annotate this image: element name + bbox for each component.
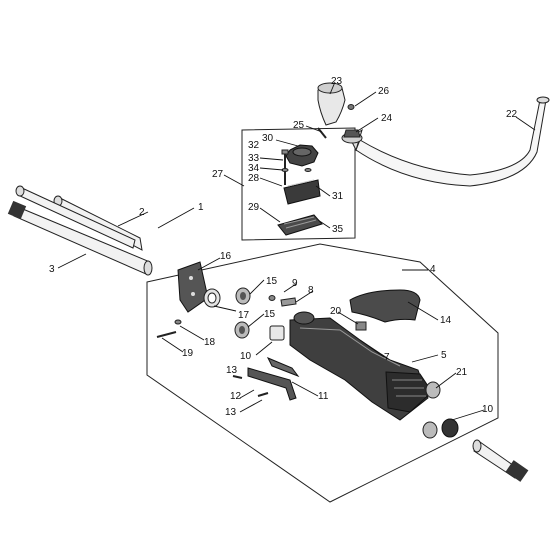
plate-part-16	[177, 261, 209, 313]
spacer-part-10-a	[269, 325, 285, 341]
callout-16: 16	[220, 251, 232, 262]
callout-10-b: 10	[482, 404, 494, 415]
callout-labels: 1 2 3 4 5 7 8 9 10 10 11 12 13 13 14 15 …	[49, 76, 518, 418]
pad-part-29	[277, 214, 323, 236]
nut-part-15-a	[235, 287, 251, 305]
callout-13-b: 13	[225, 407, 237, 418]
shaft-part-2	[15, 185, 136, 249]
callout-13-a: 13	[226, 365, 238, 376]
callout-21: 21	[456, 367, 468, 378]
cover-part-14	[349, 289, 421, 323]
lower-shaft-part	[472, 439, 529, 482]
callout-9: 9	[292, 278, 298, 289]
washer-part-18	[174, 319, 182, 325]
callout-20: 20	[330, 306, 342, 317]
shaft-part-3	[7, 200, 153, 276]
callout-34: 34	[248, 163, 260, 174]
screw-part-13-b	[257, 392, 269, 397]
callout-19: 19	[182, 348, 194, 359]
nut-part-21	[425, 381, 441, 399]
callout-2: 2	[139, 207, 145, 218]
screw-part-13-a	[232, 375, 243, 379]
callout-32: 32	[248, 140, 260, 151]
callout-8: 8	[308, 285, 314, 296]
callout-27: 27	[212, 169, 224, 180]
clamp-part-17	[203, 288, 221, 308]
screw-part-25	[317, 127, 327, 139]
nut-part-15-b	[234, 321, 250, 339]
callout-14: 14	[440, 315, 452, 326]
cap-part-24	[341, 129, 363, 144]
callout-7: 7	[384, 352, 390, 363]
main-assembly-outline	[146, 243, 499, 503]
handlebar-part-22	[349, 96, 550, 187]
bracket-part-8	[280, 297, 297, 307]
callout-11: 11	[318, 391, 329, 402]
nut-part-26	[347, 104, 355, 110]
callout-31: 31	[332, 191, 344, 202]
leader-lines	[57, 81, 536, 421]
lever-part-11	[247, 357, 300, 401]
callout-33: 33	[248, 153, 260, 164]
bracket-part-31	[283, 179, 321, 205]
nut-part-21-b	[422, 421, 438, 439]
knob-part-28	[285, 144, 319, 167]
callout-35: 35	[332, 224, 344, 235]
collar-part-5	[293, 311, 315, 325]
callout-10-a: 10	[240, 351, 252, 362]
callout-25: 25	[293, 120, 305, 131]
callout-5: 5	[441, 350, 447, 361]
callout-17: 17	[238, 310, 250, 321]
shaft-parts	[7, 185, 153, 276]
clip-part-20	[355, 321, 367, 331]
callout-4: 4	[430, 264, 436, 275]
spacer-part-10-b	[441, 418, 459, 438]
callout-22: 22	[506, 109, 518, 120]
callout-3: 3	[49, 264, 55, 275]
callout-24: 24	[381, 113, 393, 124]
callout-26: 26	[378, 86, 390, 97]
callout-28: 28	[248, 173, 260, 184]
callout-15-a: 15	[266, 276, 278, 287]
callout-18: 18	[204, 337, 216, 348]
callout-12: 12	[230, 391, 242, 402]
callout-29: 29	[248, 202, 260, 213]
washer-part-34	[304, 168, 312, 172]
callout-15-b: 15	[264, 309, 276, 320]
grip-part-23	[317, 82, 346, 126]
callout-30: 30	[262, 133, 274, 144]
screw-part-19	[156, 331, 177, 338]
callout-23: 23	[331, 76, 343, 87]
callout-1: 1	[198, 202, 204, 213]
screw-part-9	[268, 295, 276, 301]
handle-body-assembly	[289, 317, 433, 421]
